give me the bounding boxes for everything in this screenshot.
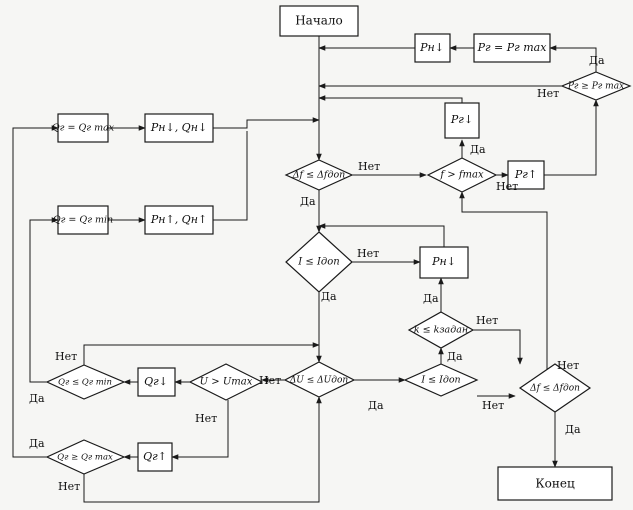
node-pg-set-max: Pг = Pг max xyxy=(473,33,551,63)
node-pg-ge-max: Pг ≥ Pг max xyxy=(560,71,632,101)
label-qgmin-no: Нет xyxy=(55,350,77,363)
svg-text:Pг↑: Pг↑ xyxy=(514,168,537,181)
edge-kcond-no xyxy=(473,329,523,365)
node-k-cond: k ≤ kзадан xyxy=(407,311,475,349)
label-qgmax-yes: Да xyxy=(29,437,45,450)
svg-text:Qг = Qг max: Qг = Qг max xyxy=(52,123,115,134)
svg-text:Pг ≥ Pг max: Pг ≥ Pг max xyxy=(567,82,624,92)
node-qg-inc: Qг↑ xyxy=(137,442,173,472)
label-icond-yes: Да xyxy=(321,290,337,303)
label-fmax-no: Нет xyxy=(496,180,518,193)
node-f-gt-max: f > fmax xyxy=(426,157,498,193)
svg-text:ΔU ≤ ΔUдоп: ΔU ≤ ΔUдоп xyxy=(289,376,349,386)
label-ucond-yes: Да xyxy=(368,399,384,412)
edge-pgdec-to-trunk xyxy=(318,95,463,103)
svg-text:Qг ≤ Qг min: Qг ≤ Qг min xyxy=(58,378,112,388)
svg-text:Pн↓, Qн↓: Pн↓, Qн↓ xyxy=(150,121,207,134)
svg-text:Конец: Конец xyxy=(535,477,575,491)
edge-pgmax-yes xyxy=(549,45,597,72)
svg-text:Δf ≤ Δfдоп: Δf ≤ Δfдоп xyxy=(529,384,580,394)
label-icond2-yes: Да xyxy=(447,350,463,363)
node-qg-set-min: Qг = Qг min xyxy=(53,205,113,235)
svg-text:U > Umax: U > Umax xyxy=(200,377,253,388)
label-fcond-no: Нет xyxy=(358,160,380,173)
node-qg-set-max: Qг = Qг max xyxy=(52,113,115,143)
svg-text:Pн↑, Qн↑: Pн↑, Qн↑ xyxy=(150,213,207,226)
node-pn-dec-mid: Pн↓ xyxy=(419,246,469,279)
svg-text:k ≤ kзадан: k ≤ kзадан xyxy=(414,325,468,336)
edge-labels: Да Нет Да Нет Нет Да Нет Да Да Нет Да Да… xyxy=(29,54,605,493)
svg-text:Pг = Pг max: Pг = Pг max xyxy=(477,41,548,54)
label-qgmax-no: Нет xyxy=(58,480,80,493)
label-fcond-yes: Да xyxy=(300,195,316,208)
svg-text:Pг↓: Pг↓ xyxy=(450,113,473,126)
node-pg-inc: Pг↑ xyxy=(507,160,545,190)
node-i-cond: I ≤ Iдоп xyxy=(285,231,353,293)
node-pn-dec-top: Pн↓ xyxy=(414,33,451,63)
edge-fcond2-no xyxy=(459,191,548,377)
svg-text:Начало: Начало xyxy=(295,14,343,28)
edge-pnmid-to-trunk xyxy=(318,223,445,247)
node-qg-le-min: Qг ≤ Qг min xyxy=(45,364,126,400)
edges xyxy=(12,36,599,503)
edge-pginc-to-pgmax xyxy=(544,99,599,176)
edge-pqdec-to-trunk xyxy=(213,117,320,129)
edge-qgmin-no xyxy=(83,342,320,365)
node-f-cond2: Δf ≤ Δfдоп xyxy=(518,363,592,413)
node-u-gt-max: U > Umax xyxy=(188,363,264,401)
edge-umax-no xyxy=(171,400,229,460)
edge-qgmin-yes xyxy=(29,217,59,383)
svg-text:Qг↓: Qг↓ xyxy=(144,375,168,388)
label-pgmax-no: Нет xyxy=(537,87,559,100)
node-qg-dec: Qг↓ xyxy=(137,367,176,397)
label-icond2-no: Нет xyxy=(482,399,504,412)
node-end: Конец xyxy=(497,466,613,501)
svg-text:I ≤ Iдоп: I ≤ Iдоп xyxy=(297,257,339,268)
svg-text:Qг↑: Qг↑ xyxy=(143,450,167,463)
node-i-cond2: I ≤ Iдоп xyxy=(403,363,479,397)
node-qg-ge-max: Qг ≥ Qг max xyxy=(45,439,126,475)
node-u-cond: ΔU ≤ ΔUдоп xyxy=(283,361,356,398)
label-kcond-no: Нет xyxy=(476,314,498,327)
svg-text:I ≤ Iдоп: I ≤ Iдоп xyxy=(420,375,460,386)
svg-text:f > fmax: f > fmax xyxy=(439,170,484,181)
label-pgmax-yes: Да xyxy=(589,54,605,67)
node-pq-dec: Pн↓, Qн↓ xyxy=(144,113,214,143)
node-pq-inc: Pн↑, Qн↑ xyxy=(144,205,214,235)
svg-text:Qг = Qг min: Qг = Qг min xyxy=(53,215,113,226)
node-start: Начало xyxy=(279,5,359,37)
node-f-cond: Δf ≤ Δfдоп xyxy=(284,159,354,191)
svg-text:Pн↓: Pн↓ xyxy=(431,255,456,268)
label-ucond-no: Нет xyxy=(259,374,281,387)
label-qgmin-yes: Да xyxy=(29,392,45,405)
label-fcond2-no: Нет xyxy=(557,359,579,372)
label-icond-no: Нет xyxy=(357,247,379,260)
edge-qgmax-yes xyxy=(12,125,59,458)
edge-pqinc-up xyxy=(213,131,248,221)
svg-text:Δf ≤ Δfдоп: Δf ≤ Δfдоп xyxy=(292,170,346,181)
node-pg-dec: Pг↓ xyxy=(444,102,480,139)
label-umax-no: Нет xyxy=(195,412,217,425)
label-fcond2-yes: Да xyxy=(565,423,581,436)
svg-text:Qг ≥ Qг max: Qг ≥ Qг max xyxy=(57,453,113,463)
svg-text:Pн↓: Pн↓ xyxy=(419,41,444,54)
label-kcond-yes: Да xyxy=(423,292,439,305)
label-fmax-yes: Да xyxy=(470,143,486,156)
edge-qgmax-no xyxy=(83,396,322,503)
